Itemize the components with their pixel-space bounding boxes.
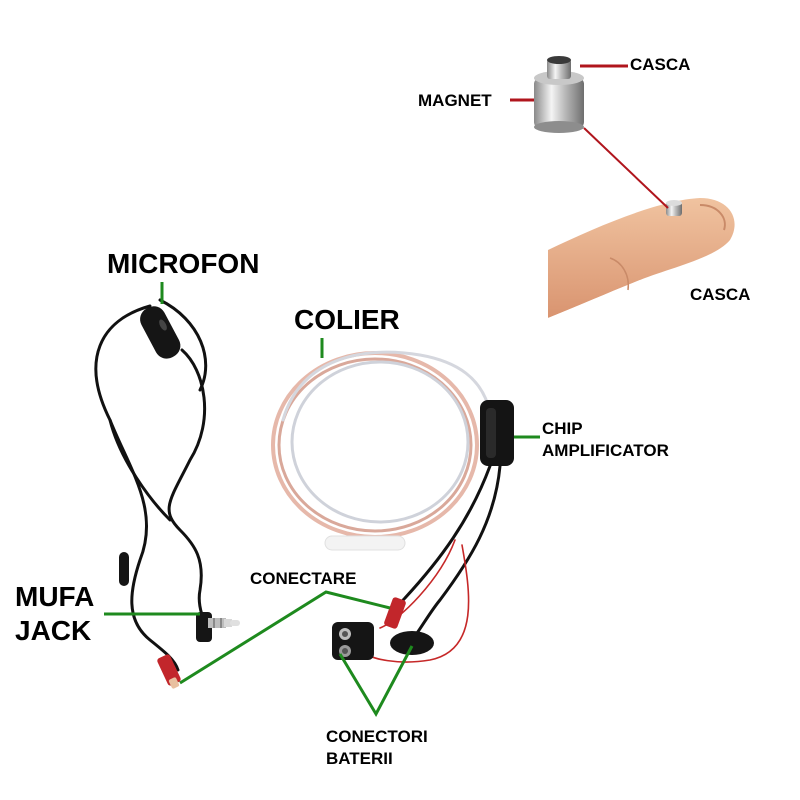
jack-plug: [196, 612, 240, 642]
label-casca-finger: CASCA: [690, 285, 751, 304]
earpiece-on-finger: [666, 200, 682, 216]
conectare-pointer: [179, 590, 391, 685]
label-mufa-line1: MUFA: [15, 581, 95, 612]
chip-cables: [359, 464, 502, 663]
label-microfon: MICROFON: [107, 248, 260, 279]
label-chip-line1: CHIP: [542, 419, 583, 438]
red-connector-left: [157, 654, 181, 689]
conectori-pointer: [338, 645, 414, 718]
microphone-unit: [140, 306, 181, 359]
label-mufa-jack: MUFA JACK: [15, 580, 94, 648]
red-connector-right: [384, 597, 406, 629]
finger-photo: [548, 172, 798, 345]
label-conectori-baterii: CONECTORI BATERII: [326, 726, 428, 770]
pointer-lines: [104, 64, 669, 718]
label-chip-line2: AMPLIFICATOR: [542, 441, 669, 460]
magnet-to-finger-pointer: [583, 127, 669, 209]
label-colier: COLIER: [294, 304, 400, 335]
label-conectare: CONECTARE: [250, 569, 357, 588]
amplifier-chip: [480, 400, 514, 466]
inline-cable-piece: [119, 552, 129, 586]
battery-snap-cap: [390, 631, 434, 655]
microphone-cable: [94, 298, 208, 672]
battery-snap-connector: [332, 622, 374, 660]
label-magnet: MAGNET: [418, 91, 492, 110]
magnet-earpiece: [534, 56, 584, 133]
label-casca-top: CASCA: [630, 55, 691, 74]
induction-loop: [271, 350, 490, 551]
label-chip-amplificator: CHIP AMPLIFICATOR: [542, 418, 669, 462]
label-conectori-line2: BATERII: [326, 749, 393, 768]
label-mufa-line2: JACK: [15, 615, 92, 646]
label-conectori-line1: CONECTORI: [326, 727, 428, 746]
